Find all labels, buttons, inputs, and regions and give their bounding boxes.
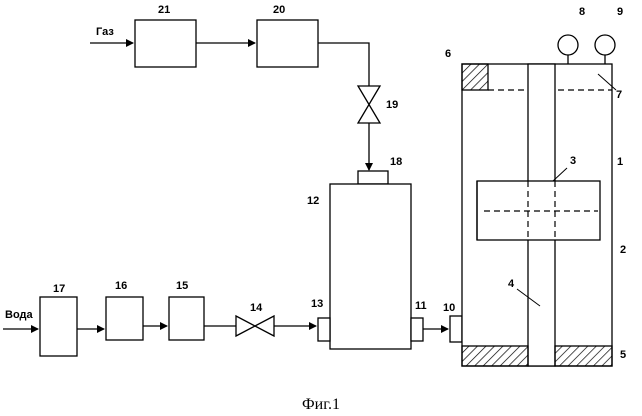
label-9: 9	[617, 6, 623, 18]
gauge-9	[595, 35, 615, 55]
label-13: 13	[311, 298, 323, 310]
label-21: 21	[158, 4, 170, 16]
label-1: 1	[617, 156, 623, 168]
label-2: 2	[620, 244, 626, 256]
figure-caption: Фиг.1	[302, 396, 340, 413]
base-plate-5-right	[555, 346, 612, 366]
gas-pipe-20-19	[318, 43, 369, 86]
block-15	[169, 297, 204, 340]
nozzle-11	[411, 318, 423, 341]
label-4: 4	[508, 278, 515, 290]
valve-19	[358, 86, 380, 123]
label-6: 6	[445, 48, 451, 60]
block-20	[257, 20, 318, 67]
label-7: 7	[616, 89, 622, 101]
label-10: 10	[443, 302, 455, 314]
label-14: 14	[250, 302, 263, 314]
nozzle-10	[450, 316, 462, 342]
nozzle-18	[358, 171, 388, 184]
block-16	[106, 297, 143, 340]
valve-14	[236, 316, 274, 336]
label-15: 15	[176, 280, 188, 292]
nozzle-13	[318, 318, 330, 341]
label-20: 20	[273, 4, 285, 16]
label-17: 17	[53, 283, 65, 295]
label-5: 5	[620, 349, 626, 361]
label-3: 3	[570, 155, 576, 167]
label-11: 11	[415, 300, 427, 312]
block-21	[135, 20, 196, 67]
gauge-8	[558, 35, 578, 55]
label-12: 12	[307, 195, 319, 207]
water-label: Вода	[5, 309, 34, 321]
label-18: 18	[390, 156, 402, 168]
vessel-12	[330, 184, 411, 349]
base-plate-5-left	[462, 346, 528, 366]
block-17	[40, 297, 77, 356]
label-8: 8	[579, 6, 585, 18]
gas-label: Газ	[96, 26, 114, 38]
hatched-block-6	[462, 64, 488, 90]
label-16: 16	[115, 280, 127, 292]
label-19: 19	[386, 99, 398, 111]
